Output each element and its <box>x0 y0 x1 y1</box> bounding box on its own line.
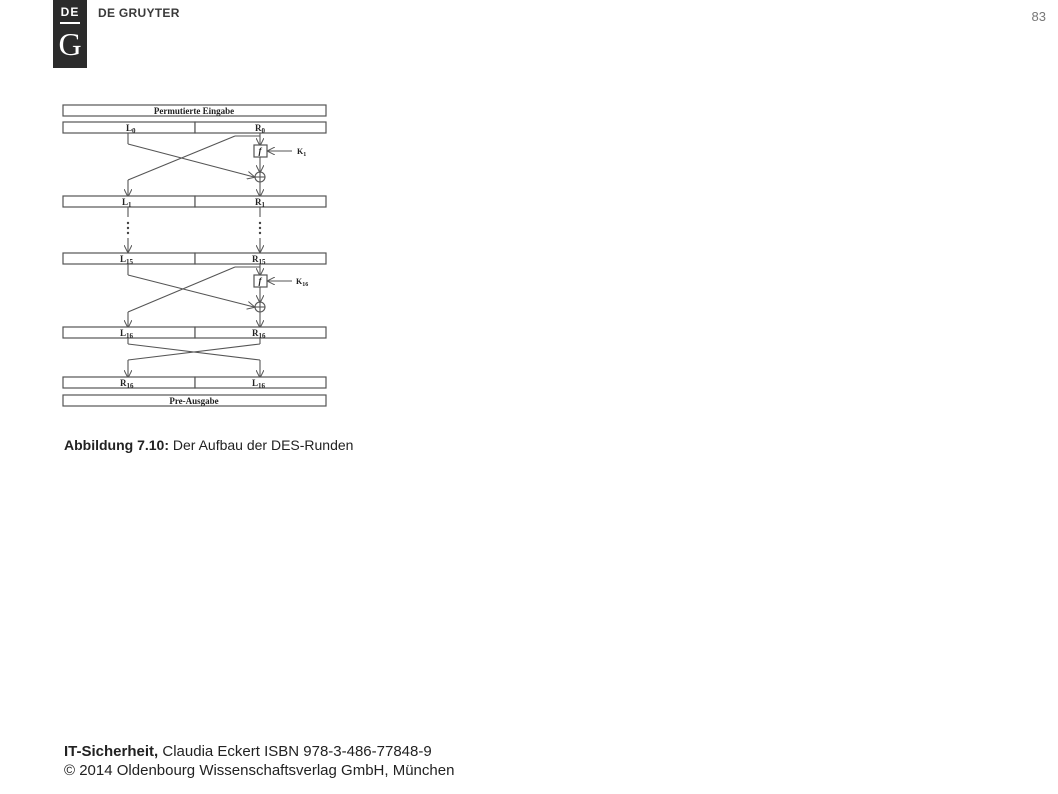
label-l16-out: L16 <box>252 378 266 390</box>
label-l16: L16 <box>120 328 134 340</box>
caption-label: Abbildung 7.10: <box>64 437 169 453</box>
caption-text: Der Aufbau der DES-Runden <box>172 437 354 453</box>
label-l15: L15 <box>120 254 134 266</box>
publisher-name: DE GRUYTER <box>98 6 180 20</box>
logo-divider <box>60 22 80 24</box>
key-k1-label: K1 <box>297 147 306 158</box>
permuted-input-label: Permutierte Eingabe <box>154 106 234 116</box>
label-r16-out: R16 <box>120 378 134 390</box>
logo-de-text: DE <box>60 5 80 19</box>
label-r0: R0 <box>255 123 266 135</box>
xor-symbol-1 <box>254 171 266 183</box>
ellipsis-right <box>258 221 262 235</box>
label-r15: R15 <box>252 254 266 266</box>
book-author-isbn: Claudia Eckert ISBN 978-3-486-77848-9 <box>158 743 432 760</box>
pre-output-label: Pre-Ausgabe <box>169 396 218 406</box>
pre-output-box <box>62 394 327 407</box>
label-r16: R16 <box>252 328 266 340</box>
citation-footer: IT-Sicherheit, Claudia Eckert ISBN 978-3… <box>64 742 454 780</box>
logo-g-text: G <box>58 26 82 62</box>
f-label-16: f <box>259 276 263 286</box>
figure-caption: Abbildung 7.10: Der Aufbau der DES-Runde… <box>64 437 353 453</box>
xor-symbol-16 <box>254 301 266 313</box>
f-label-1: f <box>259 146 263 156</box>
key-k16-label: K16 <box>296 277 308 288</box>
publisher-logo: DE G <box>53 0 87 68</box>
label-r1: R1 <box>255 197 266 209</box>
des-rounds-diagram: Permutierte Eingabe L0 R0 f K1 L1 R1 L15… <box>62 104 327 407</box>
page-number: 83 <box>1031 9 1046 24</box>
footer-line-2: © 2014 Oldenbourg Wissenschaftsverlag Gm… <box>64 762 455 779</box>
permuted-input-box <box>62 104 327 117</box>
label-l1: L1 <box>122 197 132 209</box>
row-out-right-box <box>194 376 327 389</box>
footer-line-1: IT-Sicherheit, Claudia Eckert ISBN 978-3… <box>64 742 454 761</box>
ellipsis-left <box>126 221 130 235</box>
book-title: IT-Sicherheit, <box>64 743 159 760</box>
label-l0: L0 <box>126 123 136 135</box>
